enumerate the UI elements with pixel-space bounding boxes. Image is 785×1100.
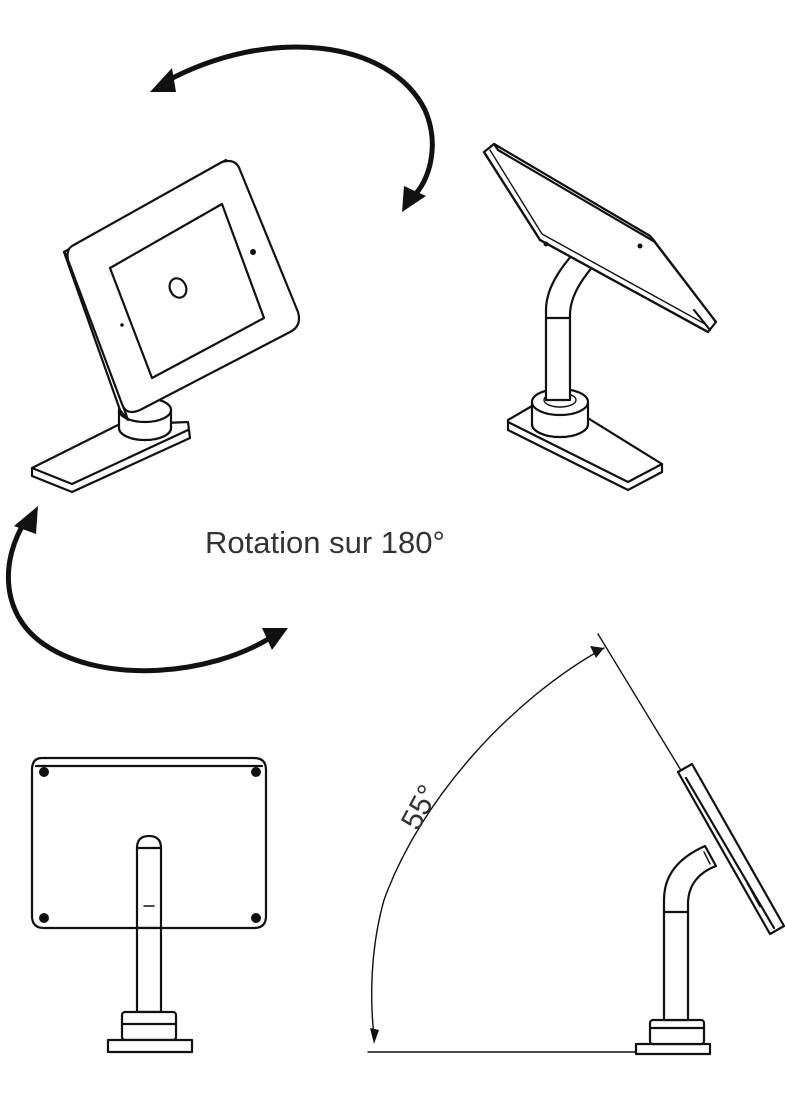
tablet-front-angled-view [30,158,301,494]
rotation-arrow-bottom [5,506,288,674]
angle-label: 55° [395,780,445,836]
tablet-rear-view [30,756,268,1054]
rotation-arrow-top [150,44,435,212]
rotation-label: Rotation sur 180° [205,525,445,560]
tablet-side-view: 55° [367,633,785,1056]
tablet-back-angled-view [482,142,718,492]
